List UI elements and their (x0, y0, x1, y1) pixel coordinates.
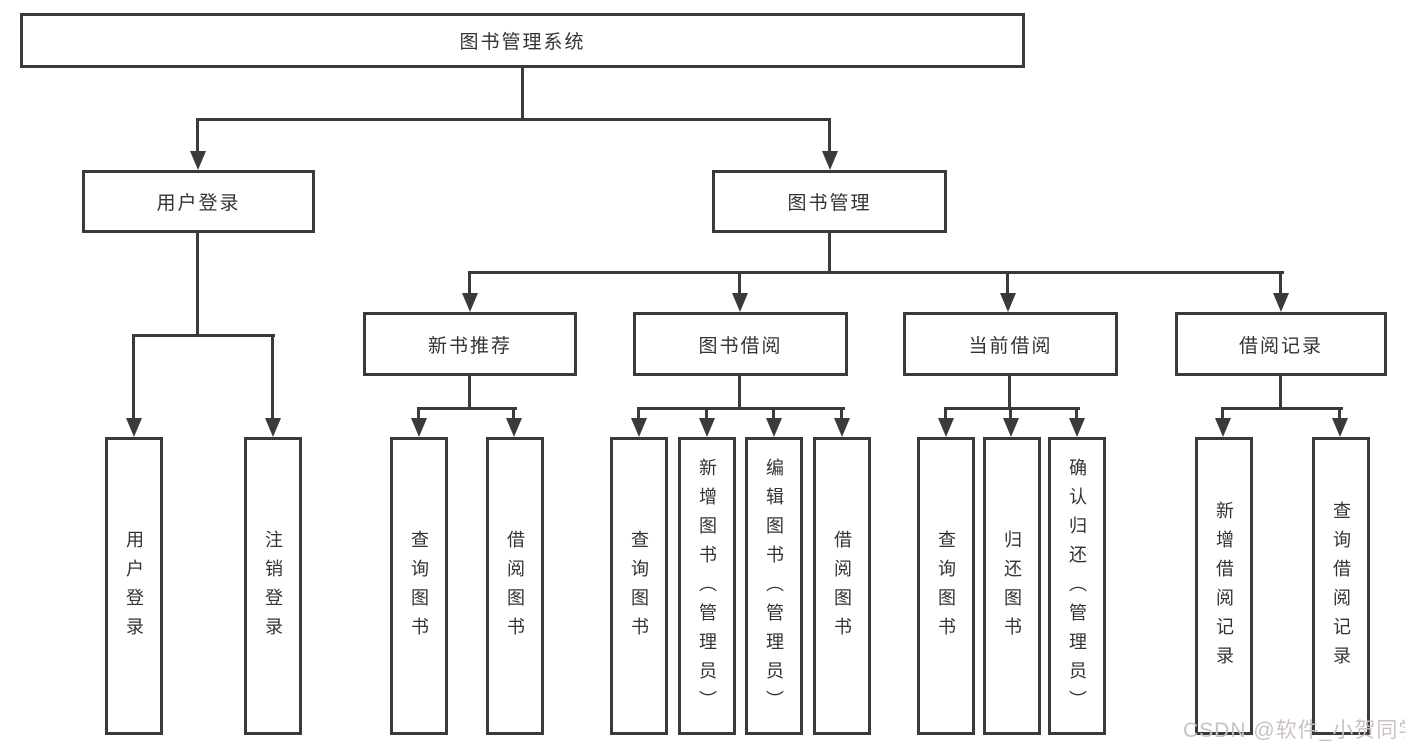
node-current-borrow: 当前借阅 (903, 312, 1118, 376)
leaf-borrow-book: 借阅图书 (486, 437, 544, 735)
connector-leaf-stem (512, 407, 515, 420)
leaf-return-book: 归还图书 (983, 437, 1041, 735)
connector-bb-stem (738, 376, 741, 410)
connector-leaf-stem (1338, 407, 1341, 420)
connector-level2-stem (196, 118, 199, 153)
connector-level3-bus (469, 271, 1284, 274)
connector-leaf-stem (271, 334, 274, 420)
connector-br-bus (1221, 407, 1343, 410)
connector-level3-stem (468, 271, 471, 295)
arrow-down-icon (506, 418, 522, 437)
leaf-add-book-admin: 新增图书（管理员） (678, 437, 736, 735)
connector-leaf-stem (1009, 407, 1012, 420)
arrow-down-icon (631, 418, 647, 437)
leaf-borrow-book: 借阅图书 (813, 437, 871, 735)
connector-cb-stem (1008, 376, 1011, 410)
connector-br-stem (1279, 376, 1282, 410)
leaf-query-book: 查询图书 (390, 437, 448, 735)
arrow-down-icon (126, 418, 142, 437)
connector-leaf-stem (1221, 407, 1224, 420)
csdn-watermark: CSDN @软件_小贺同学 (1183, 719, 1405, 742)
arrow-down-icon (1215, 418, 1231, 437)
connector-leaf-stem (772, 407, 775, 420)
leaf-query-book: 查询图书 (610, 437, 668, 735)
connector-leaf-stem (944, 407, 947, 420)
connector-leaf-stem (417, 407, 420, 420)
arrow-down-icon (1069, 418, 1085, 437)
node-book-borrow: 图书借阅 (633, 312, 848, 376)
arrow-down-icon (1273, 293, 1289, 312)
arrow-down-icon (265, 418, 281, 437)
arrow-down-icon (1332, 418, 1348, 437)
arrow-down-icon (411, 418, 427, 437)
leaf-logout: 注销登录 (244, 437, 302, 735)
arrow-down-icon (834, 418, 850, 437)
node-new-book-recommend: 新书推荐 (363, 312, 577, 376)
connector-bb-bus (638, 407, 845, 410)
arrow-down-icon (462, 293, 478, 312)
connector-login-bus (133, 334, 275, 337)
connector-bm-stem (828, 233, 831, 274)
arrow-down-icon (699, 418, 715, 437)
connector-leaf-stem (637, 407, 640, 420)
arrow-down-icon (822, 151, 838, 170)
node-book-management: 图书管理 (712, 170, 947, 233)
arrow-down-icon (766, 418, 782, 437)
connector-root-stem (521, 68, 524, 118)
arrow-down-icon (938, 418, 954, 437)
leaf-confirm-return-admin: 确认归还（管理员） (1048, 437, 1106, 735)
arrow-down-icon (1003, 418, 1019, 437)
arrow-down-icon (1000, 293, 1016, 312)
node-borrow-record: 借阅记录 (1175, 312, 1387, 376)
leaf-query-book: 查询图书 (917, 437, 975, 735)
connector-level3-stem (1006, 271, 1009, 295)
arrow-down-icon (732, 293, 748, 312)
connector-login-stem (196, 233, 199, 337)
node-root: 图书管理系统 (20, 13, 1025, 68)
leaf-user-login: 用户登录 (105, 437, 163, 735)
connector-nbr-bus (418, 407, 517, 410)
connector-nbr-stem (468, 376, 471, 410)
connector-level3-stem (738, 271, 741, 295)
connector-cb-bus (944, 407, 1080, 410)
connector-leaf-stem (1075, 407, 1078, 420)
leaf-add-borrow-record: 新增借阅记录 (1195, 437, 1253, 735)
arrow-down-icon (190, 151, 206, 170)
connector-level2-bus (197, 118, 831, 121)
connector-level3-stem (1279, 271, 1282, 295)
connector-level2-stem (828, 118, 831, 153)
connector-leaf-stem (840, 407, 843, 420)
connector-leaf-stem (132, 334, 135, 420)
leaf-query-borrow-record: 查询借阅记录 (1312, 437, 1370, 735)
connector-leaf-stem (705, 407, 708, 420)
node-user-login: 用户登录 (82, 170, 315, 233)
leaf-edit-book-admin: 编辑图书（管理员） (745, 437, 803, 735)
